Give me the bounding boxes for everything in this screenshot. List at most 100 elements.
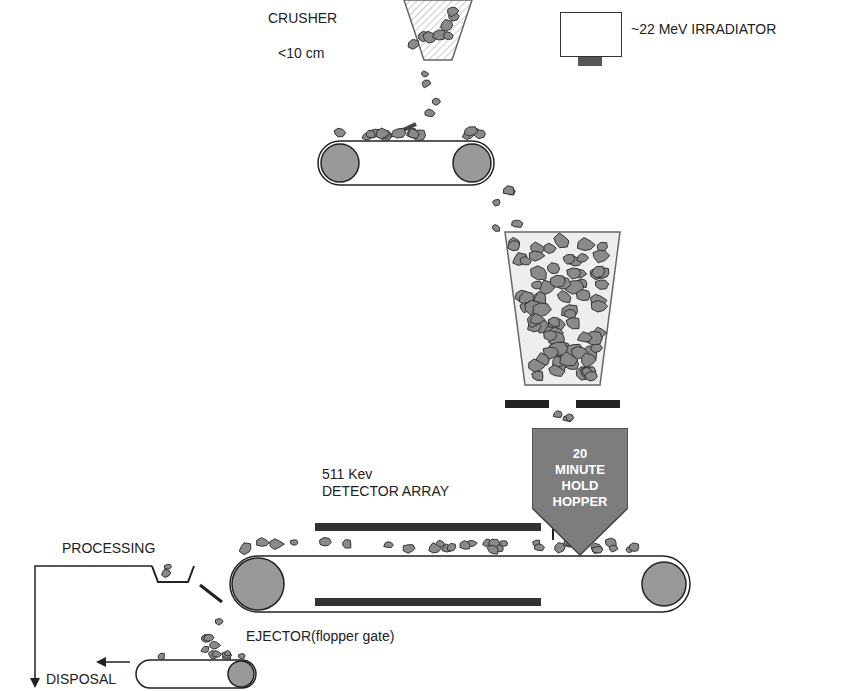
stage-label: DISPOSAL bbox=[46, 671, 116, 688]
ore-rock bbox=[593, 250, 610, 262]
detector-array: 511 Kev DETECTOR ARRAY bbox=[322, 466, 464, 500]
ore-rock bbox=[422, 71, 429, 77]
ore-rock bbox=[224, 650, 230, 655]
ore-rock bbox=[555, 543, 566, 553]
ore-rock bbox=[464, 127, 477, 136]
ore-rock bbox=[162, 569, 171, 577]
ore-rock bbox=[447, 543, 456, 551]
node-text: CRUSHER bbox=[268, 10, 342, 27]
ore-rock bbox=[334, 128, 346, 137]
ore-rock bbox=[270, 539, 284, 550]
hopper-gate bbox=[505, 400, 549, 408]
ore-rock bbox=[549, 365, 565, 377]
ore-rock bbox=[215, 619, 223, 625]
part-label: EJECTOR(flopper gate) bbox=[246, 628, 394, 645]
crusher-funnel bbox=[404, 0, 472, 60]
ore-rock bbox=[164, 565, 171, 569]
ore-rock bbox=[201, 646, 209, 652]
ore-rock bbox=[577, 238, 595, 251]
ore-rock bbox=[585, 372, 597, 381]
ore-rock bbox=[158, 653, 164, 659]
ore-rock bbox=[576, 289, 590, 300]
ore-rock bbox=[429, 543, 442, 553]
ore-rock bbox=[257, 538, 270, 547]
hold-hopper: 20 MINUTE HOLD HOPPER bbox=[532, 428, 628, 556]
ore-rock bbox=[591, 543, 602, 553]
roller bbox=[232, 558, 284, 610]
ore-rock bbox=[432, 98, 440, 105]
ore-rock bbox=[444, 32, 453, 40]
node-text: ~22 MeV IRRADIATOR bbox=[631, 21, 776, 38]
ore-rock bbox=[500, 541, 507, 547]
ore-rock bbox=[565, 309, 576, 318]
ore-rock bbox=[563, 255, 575, 265]
ore-rock bbox=[529, 359, 546, 372]
stage-label: PROCESSING bbox=[62, 540, 155, 557]
ore-rock bbox=[530, 313, 545, 324]
disposal-arrow bbox=[98, 661, 130, 663]
ore-rock bbox=[403, 545, 415, 554]
ore-rock bbox=[162, 569, 170, 577]
processing-arrow bbox=[35, 566, 152, 686]
detector-bar bbox=[315, 598, 541, 606]
hopper-shape bbox=[532, 428, 628, 555]
ejector-tray bbox=[152, 566, 194, 582]
ore-rock bbox=[520, 256, 532, 265]
ore-rock bbox=[290, 540, 298, 545]
feed-hopper bbox=[505, 232, 620, 385]
ore-rock bbox=[567, 268, 581, 279]
ore-rock bbox=[460, 541, 470, 550]
ore-rock bbox=[376, 128, 389, 139]
ore-rock bbox=[592, 546, 603, 552]
ore-rock bbox=[557, 291, 571, 303]
ore-rock bbox=[532, 371, 543, 380]
roller bbox=[228, 661, 254, 687]
ore-rock bbox=[204, 634, 214, 641]
crusher-group: CRUSHER<10 cm bbox=[264, 8, 346, 64]
roller bbox=[642, 562, 686, 606]
ore-rock bbox=[544, 331, 557, 341]
ore-rock bbox=[320, 537, 332, 545]
ore-rock bbox=[343, 540, 351, 549]
irradiator-nozzle bbox=[578, 57, 602, 66]
ore-rock bbox=[582, 353, 597, 368]
ore-rock bbox=[547, 263, 559, 274]
ore-rock bbox=[441, 19, 453, 31]
conveyor-belt bbox=[136, 660, 256, 688]
ore-rock bbox=[566, 414, 574, 421]
roller bbox=[453, 144, 491, 182]
ore-rock bbox=[384, 542, 393, 548]
ore-rock bbox=[531, 266, 547, 280]
ore-rock bbox=[609, 545, 618, 552]
ore-rock bbox=[212, 650, 222, 657]
ore-rock bbox=[493, 199, 500, 205]
conveyor-belt bbox=[230, 556, 690, 612]
irradiator-box: ~22 MeV IRRADIATOR bbox=[560, 12, 622, 57]
ore-rock bbox=[591, 344, 602, 352]
ore-rock bbox=[512, 220, 523, 227]
ore-rock bbox=[548, 317, 559, 326]
ore-rock bbox=[544, 243, 556, 253]
ore-rock bbox=[366, 130, 375, 138]
ore-rock bbox=[566, 318, 579, 329]
ore-rock bbox=[425, 109, 435, 116]
ore-rock bbox=[492, 225, 500, 232]
ore-rock bbox=[448, 7, 459, 17]
ore-rock bbox=[591, 301, 608, 312]
ore-rock bbox=[210, 641, 221, 649]
ore-rock bbox=[550, 275, 565, 287]
ore-rock bbox=[508, 241, 520, 251]
ore-rock bbox=[554, 233, 569, 248]
ore-rock bbox=[553, 411, 562, 418]
ore-rock bbox=[422, 80, 431, 88]
ore-rocks bbox=[158, 7, 639, 660]
node-text: 511 Kev DETECTOR ARRAY bbox=[322, 466, 452, 500]
ore-rock bbox=[487, 545, 498, 554]
ore-rock bbox=[391, 128, 406, 138]
detector-bar bbox=[315, 523, 541, 531]
conveyor-belt bbox=[318, 141, 494, 185]
ore-rock bbox=[629, 543, 639, 552]
node-text: 20 MINUTE HOLD HOPPER bbox=[538, 446, 622, 510]
